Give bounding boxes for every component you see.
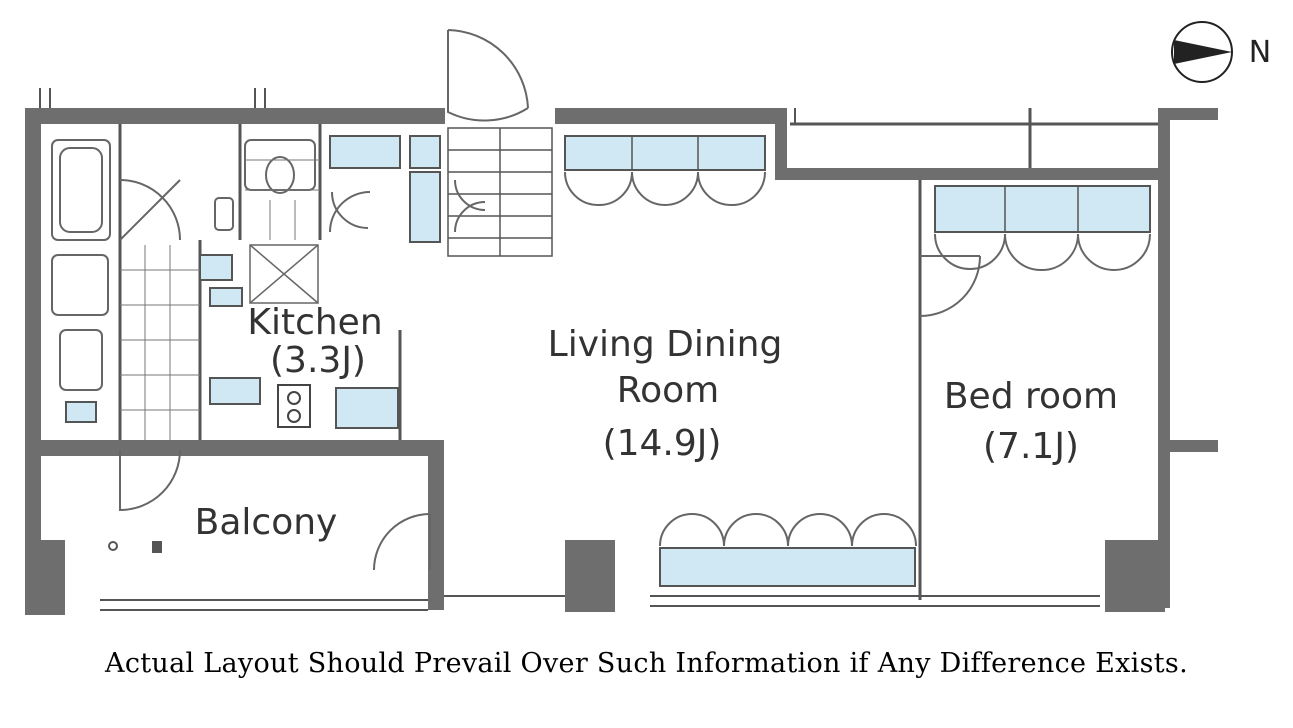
entrance-steps: [447, 127, 553, 257]
stove: [277, 384, 311, 428]
floor-plan: Kitchen (3.3J) Living Dining Room (14.9J…: [25, 21, 1271, 615]
bedroom-size: (7.1J): [983, 426, 1079, 467]
kitchen-size: (3.3J): [270, 340, 366, 381]
exterior-walls: [25, 108, 1218, 615]
refrigerator: [249, 244, 319, 304]
disclaimer-note: Actual Layout Should Prevail Over Such I…: [105, 648, 1188, 679]
living-dining-size: (14.9J): [603, 423, 722, 464]
tile-grid: [120, 159, 320, 440]
storage-fixtures: [65, 135, 1151, 587]
door-swings: [119, 29, 1151, 571]
living-dining-label-line2: Room: [617, 370, 720, 411]
bedroom-label: Bed room: [944, 376, 1118, 417]
balcony-details: [108, 541, 162, 553]
compass-label: N: [1249, 35, 1271, 70]
balcony-label: Balcony: [195, 502, 338, 543]
compass-icon: N: [1171, 21, 1271, 83]
living-dining-label-line1: Living Dining: [548, 324, 783, 365]
windows: [39, 88, 1100, 611]
kitchen-label: Kitchen: [247, 302, 382, 343]
